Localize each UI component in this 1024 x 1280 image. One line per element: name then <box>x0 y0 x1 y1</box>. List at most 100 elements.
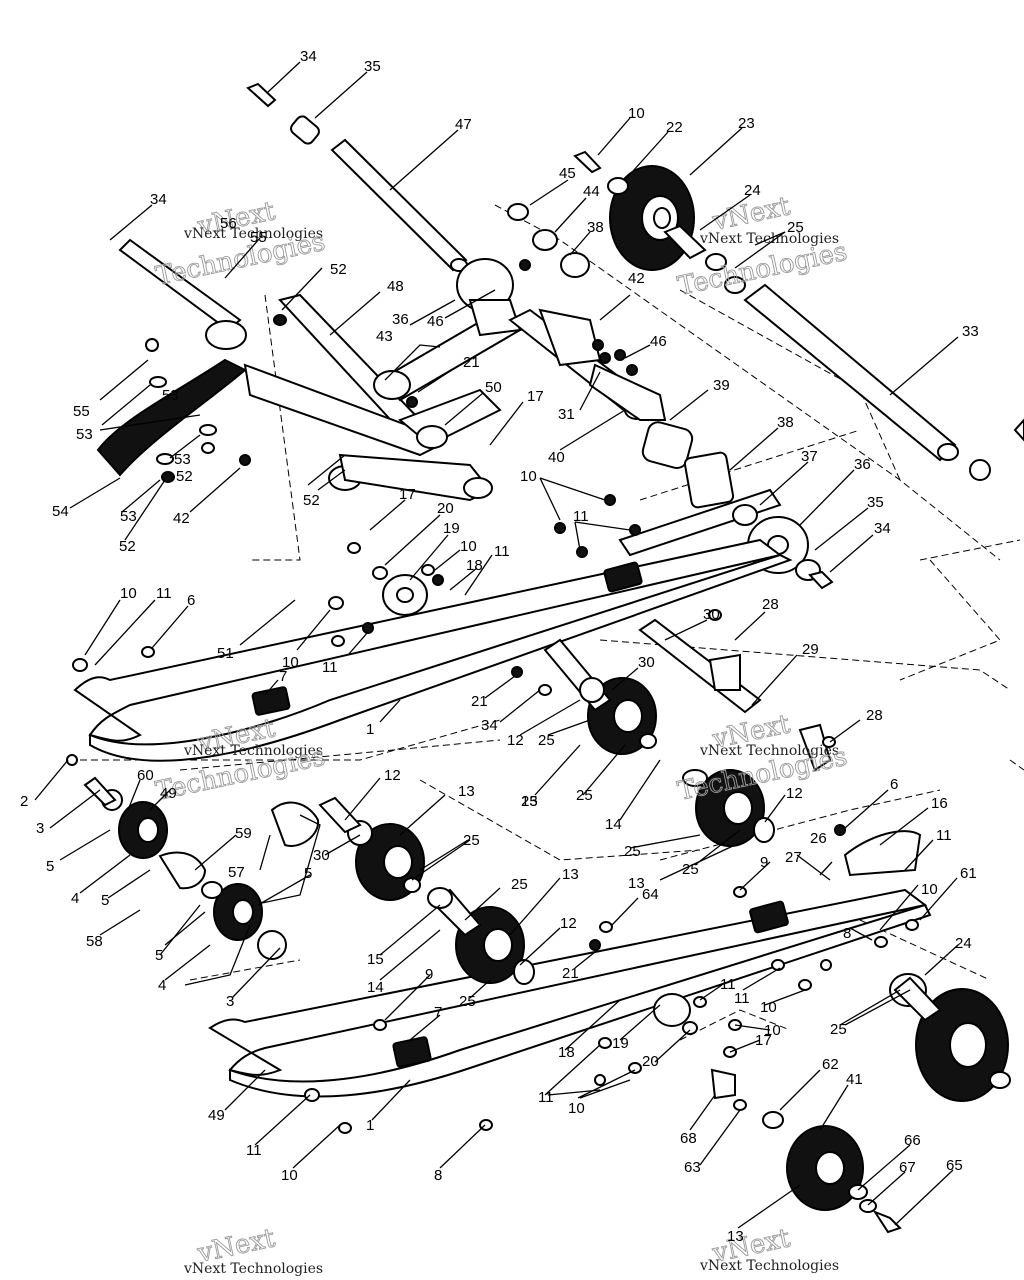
callout-21: 21 <box>562 965 579 982</box>
callout-11: 11 <box>246 1142 262 1159</box>
callout-64: 64 <box>642 886 659 903</box>
leader-lines <box>34 61 959 1229</box>
callout-18: 18 <box>466 557 483 574</box>
callout-55: 55 <box>73 403 90 420</box>
callout-34: 34 <box>874 520 891 537</box>
callout-30: 30 <box>638 654 655 671</box>
callout-48: 48 <box>387 278 404 295</box>
callout-13: 13 <box>521 793 538 810</box>
callout-17: 17 <box>755 1032 772 1049</box>
upper-slide-rail <box>73 538 793 762</box>
callout-8: 8 <box>434 1167 442 1184</box>
watermark-line2: vNext Technologies <box>183 1261 323 1277</box>
callout-10: 10 <box>281 1167 298 1184</box>
front-arm <box>96 314 493 502</box>
callout-11: 11 <box>734 990 750 1007</box>
callout-11: 11 <box>494 543 510 560</box>
callout-11: 11 <box>538 1089 554 1106</box>
callout-20: 20 <box>642 1053 659 1070</box>
callout-53: 53 <box>120 508 137 525</box>
callout-52: 52 <box>303 492 320 509</box>
callout-6: 6 <box>187 592 195 609</box>
callout-25: 25 <box>459 993 476 1010</box>
callout-7: 7 <box>279 668 287 685</box>
callout-45: 45 <box>559 165 576 182</box>
callout-34: 34 <box>300 48 317 65</box>
callout-25: 25 <box>463 832 480 849</box>
callout-5: 5 <box>101 892 109 909</box>
callout-10: 10 <box>764 1022 781 1039</box>
callout-25: 25 <box>538 732 555 749</box>
callout-39: 39 <box>713 377 730 394</box>
callout-49: 49 <box>208 1107 225 1124</box>
callout-8: 8 <box>843 925 851 942</box>
callout-17: 17 <box>399 486 416 503</box>
callout-13: 13 <box>458 783 475 800</box>
callout-9: 9 <box>425 966 433 983</box>
callout-34: 34 <box>150 191 167 208</box>
callout-10: 10 <box>460 538 477 555</box>
callout-27: 27 <box>785 849 802 866</box>
callout-5: 5 <box>155 947 163 964</box>
guide-lines <box>80 204 1024 1041</box>
callout-53: 53 <box>162 387 179 404</box>
callout-13: 13 <box>562 866 579 883</box>
middle-shaft <box>638 618 832 772</box>
callout-54: 54 <box>52 503 69 520</box>
callout-12: 12 <box>507 732 524 749</box>
callout-1: 1 <box>366 1117 374 1134</box>
callout-21: 21 <box>463 354 480 371</box>
callout-24: 24 <box>744 182 761 199</box>
callout-43: 43 <box>376 328 393 345</box>
callout-59: 59 <box>235 825 252 842</box>
callout-14: 14 <box>367 979 384 996</box>
callout-13: 13 <box>727 1228 744 1245</box>
callout-10: 10 <box>520 468 537 485</box>
callout-24: 24 <box>955 935 972 952</box>
watermark-line2: vNext Technologies <box>699 743 839 759</box>
callout-23: 23 <box>738 115 755 132</box>
callout-25: 25 <box>624 843 641 860</box>
callout-10: 10 <box>760 999 777 1016</box>
callout-55: 55 <box>250 229 267 246</box>
callout-25: 25 <box>511 876 528 893</box>
callout-4: 4 <box>71 890 79 907</box>
rear-axle-shaft <box>743 283 1024 481</box>
callout-26: 26 <box>810 830 827 847</box>
callout-42: 42 <box>173 510 190 527</box>
lower-slide-rail <box>208 830 932 1098</box>
callout-56: 56 <box>220 215 237 232</box>
callout-17: 17 <box>527 388 544 405</box>
watermark-line2: vNext Technologies <box>183 743 323 759</box>
callout-29: 29 <box>802 641 819 658</box>
callout-53: 53 <box>174 451 191 468</box>
callout-25: 25 <box>576 787 593 804</box>
callout-25: 25 <box>830 1021 847 1038</box>
callout-11: 11 <box>720 976 736 993</box>
callout-50: 50 <box>485 379 502 396</box>
callout-53: 53 <box>76 426 93 443</box>
callout-63: 63 <box>684 1159 701 1176</box>
callout-35: 35 <box>364 58 381 75</box>
callout-2: 2 <box>20 793 28 810</box>
callout-19: 19 <box>612 1035 629 1052</box>
callouts: 34 35 47 10 22 23 45 44 24 38 25 34 56 5… <box>20 48 979 1245</box>
center-torque-arm <box>373 203 667 449</box>
callout-46: 46 <box>427 313 444 330</box>
callout-44: 44 <box>583 183 600 200</box>
callout-1: 1 <box>366 721 374 738</box>
callout-18: 18 <box>558 1044 575 1061</box>
callout-51: 51 <box>217 645 234 662</box>
callout-25: 25 <box>787 219 804 236</box>
callout-12: 12 <box>560 915 577 932</box>
callout-41: 41 <box>846 1071 863 1088</box>
callout-42: 42 <box>628 270 645 287</box>
callout-5: 5 <box>304 865 312 882</box>
callout-68: 68 <box>680 1130 697 1147</box>
callout-30: 30 <box>703 606 720 623</box>
callout-28: 28 <box>866 707 883 724</box>
callout-11: 11 <box>573 508 589 525</box>
callout-33: 33 <box>962 323 979 340</box>
callout-31: 31 <box>558 406 575 423</box>
callout-65: 65 <box>946 1157 963 1174</box>
